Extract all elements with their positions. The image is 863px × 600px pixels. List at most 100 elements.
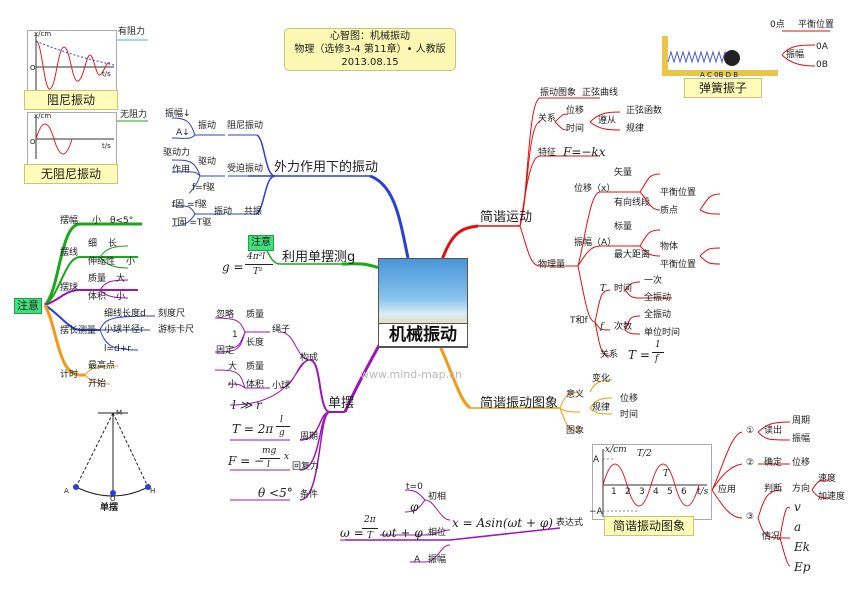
shm-graph-change: 变化	[592, 374, 611, 384]
pendulum-T-lhs: T = 2π	[232, 422, 274, 436]
damped-caption: 阻尼振动	[24, 90, 118, 110]
forced-label: 外力作用下的振动	[274, 160, 379, 175]
app-c1: ①	[746, 426, 755, 436]
damped-curve	[35, 35, 115, 91]
app-situ: 情况	[762, 532, 781, 542]
expr-init: 初相	[428, 492, 447, 502]
expr-omega-den: T	[367, 531, 374, 541]
forced-driven-item-2: 作用	[172, 165, 191, 175]
app-period: 周期	[792, 416, 811, 426]
pendulum-s5: 固定	[216, 346, 235, 356]
expr-omega-num: 2π	[364, 515, 376, 525]
forced-damping-item-1: 振幅↓	[165, 109, 191, 119]
shm-amp-d: 平衡位置	[660, 260, 697, 270]
forced-driven-cause: 驱动	[198, 157, 217, 167]
att-ball-b: 大	[116, 274, 126, 284]
pendulum-ball: 小球	[272, 381, 291, 391]
att-ball: 摆球	[60, 283, 79, 293]
shm-graph-amp-pos: A	[593, 455, 600, 465]
shm-graph-T-half: T/2	[637, 449, 652, 459]
app-amp: 振幅	[792, 434, 811, 444]
shm-graph-tick-1: 1	[611, 487, 617, 497]
shm-tf-d: 次数	[614, 322, 633, 332]
center-label: 机械振动	[378, 323, 468, 347]
shm-disp-c: 平衡位置	[660, 188, 697, 198]
app-read: 读出	[764, 426, 783, 436]
att-amp: 摆幅	[60, 216, 79, 226]
shm-amp: 振幅（A）	[574, 238, 617, 248]
undamped-label: 无阻力	[120, 110, 148, 120]
title-line-3: 2013.08.15	[341, 57, 399, 68]
att-ball-a: 质量	[88, 274, 107, 284]
shm-graph-box: x/cm t/s A −A T/2 T 1 2 3 4 5 6	[589, 444, 712, 520]
att-line-b: 长	[108, 239, 118, 249]
spring-zero: 0点	[770, 20, 785, 30]
att-length-d: 游标卡尺	[158, 325, 195, 335]
shm-graph-svg	[602, 449, 707, 517]
shm-tf-c: 全振动	[644, 293, 672, 303]
expr-omega: ω =	[340, 526, 364, 540]
att-line-d: 小	[126, 257, 136, 267]
pendulum-F-bar	[260, 458, 280, 459]
shm-tf-rel-bar	[652, 352, 664, 353]
expr-A: A	[414, 555, 421, 565]
forced-driven-formula: f=f驱	[192, 183, 215, 193]
att-line: 摆线	[60, 248, 79, 258]
expr-phi: φ	[410, 500, 419, 514]
att-line-a: 细	[88, 239, 98, 249]
att-line-c: 伸缩性	[88, 257, 116, 267]
shm-graph-label: 简谐振动图象	[480, 396, 559, 411]
app-vel: 速度	[818, 474, 837, 484]
app-judge: 判断	[764, 484, 783, 494]
shm-relation: 关系	[538, 114, 557, 124]
att-length-b: 刻度尺	[158, 309, 186, 319]
shm-graph-tick-5: 5	[667, 487, 673, 497]
spring-caption: 弹簧振子	[684, 78, 762, 98]
shm-graph-tick-2: 2	[625, 487, 631, 497]
shm-disp-b: 有向线段	[614, 198, 651, 208]
expr-omega-bar	[362, 528, 378, 529]
shm-graph-law: 规律	[592, 403, 611, 413]
pendulum-b1: 大	[228, 362, 238, 372]
shm-tf-T: T	[600, 284, 607, 294]
forced-driven: 受迫振动	[227, 164, 264, 174]
pendulum-diagram-caption: 单摆	[100, 503, 119, 513]
forced-resonance-item-1: f固 =f驱	[172, 200, 207, 210]
expr-main: x = Asin(ωt + φ)	[452, 516, 553, 530]
shm-disp-a: 矢量	[614, 168, 633, 178]
pendulum-pt-h: H	[150, 487, 156, 495]
pendulum-T-num: l	[280, 415, 283, 425]
pendulum-condition: 条件	[300, 490, 319, 500]
expr-phase-expr: ωt + φ	[382, 526, 423, 540]
spring-scale: A C 0B D B	[700, 71, 739, 79]
pendulum-s2: 质量	[246, 310, 265, 320]
spring-figure: A C 0B D B	[662, 36, 778, 82]
shm-graph-pic: 图象	[566, 426, 585, 436]
shm-tf-b: 一次	[644, 276, 663, 286]
app-a: a	[794, 520, 802, 534]
app-ep: Ep	[794, 560, 811, 574]
shm-graph-meaning: 意义	[566, 390, 585, 400]
shm-relation-d: 正弦函数	[626, 106, 663, 116]
att-ball-d: 小	[116, 292, 126, 302]
app-label: 应用	[718, 485, 737, 495]
attention-label: 注意	[14, 298, 42, 314]
shm-tf-f: f	[600, 322, 604, 332]
shm-tf-rel-num: 1	[655, 340, 661, 350]
forced-damping-item-2: A↓	[176, 128, 190, 138]
shm-image: 振动图象	[540, 88, 577, 98]
pendulum-s4: 长度	[246, 338, 265, 348]
pendulum-cond2: θ <5°	[258, 486, 293, 500]
damped-axis-y: x/cm	[34, 30, 52, 38]
shm-label: 简谐运动	[480, 210, 533, 225]
pendulum-b2: 质量	[246, 362, 265, 372]
pendulum-build: 构成	[300, 353, 319, 363]
simple-pendulum-diagram	[73, 412, 151, 497]
shm-graph-pos: 位移	[620, 394, 639, 404]
att-length: 摆长测量	[60, 326, 97, 336]
expr-label: 表达式	[556, 518, 584, 528]
pendulum-label: 单摆	[328, 396, 355, 411]
shm-quantities: 物理量	[538, 260, 566, 270]
att-amp-v2: θ<5°	[110, 216, 134, 226]
